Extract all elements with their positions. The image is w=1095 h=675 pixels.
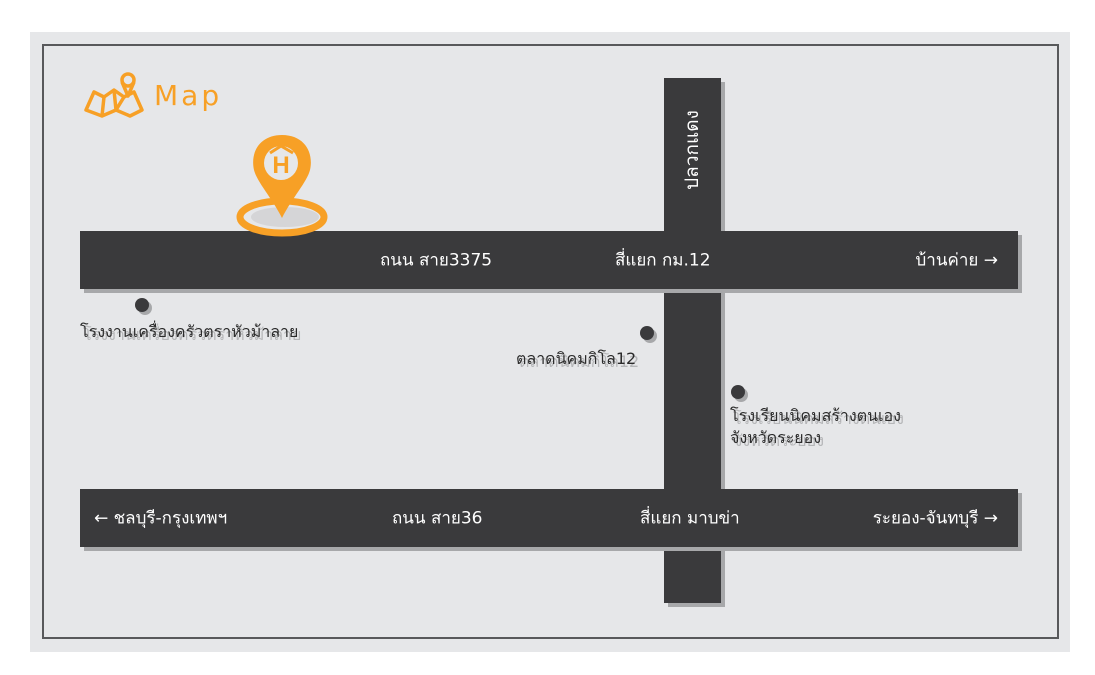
map-panel [30,32,1070,652]
road-top-east: บ้านค่าย → [915,250,999,271]
place-dot [135,298,149,312]
map-logo: Map [84,70,222,120]
road-bottom: ← ชลบุรี-กรุงเทพฯ ถนน สาย36 สี่แยก มาบข่… [80,489,1018,547]
hotel-location-marker-icon[interactable]: H [232,130,332,242]
map-frame [42,44,1059,639]
road-bottom-east: ระยอง-จันทบุรี → [872,508,998,529]
place-dot [731,385,745,399]
road-vertical-name: ปลวกแดง [681,110,703,190]
road-bottom-west: ← ชลบุรี-กรุงเทพฯ [94,508,228,529]
road-top-name: ถนน สาย3375 [380,250,493,271]
place-label: โรงงานเครื่องครัวตราหัวม้าลาย [80,322,299,341]
road-top: ถนน สาย3375 สี่แยก กม.12 บ้านค่าย → [80,231,1018,289]
place-dot [640,326,654,340]
marker-letter: H [272,152,289,179]
road-top-junction: สี่แยก กม.12 [615,250,711,271]
road-bottom-name: ถนน สาย36 [392,508,483,529]
folded-map-pin-icon [84,72,144,118]
place-label: ตลาดนิคมกิโล12 [516,349,637,368]
road-bottom-junction: สี่แยก มาบข่า [640,508,740,529]
place-label-line1: โรงเรียนนิคมสร้างตนเอง [730,406,901,425]
place-label: โรงเรียนนิคมสร้างตนเอง จังหวัดระยอง [730,405,901,449]
logo-text: Map [154,78,223,112]
place-label-line2: จังหวัดระยอง [730,428,822,447]
